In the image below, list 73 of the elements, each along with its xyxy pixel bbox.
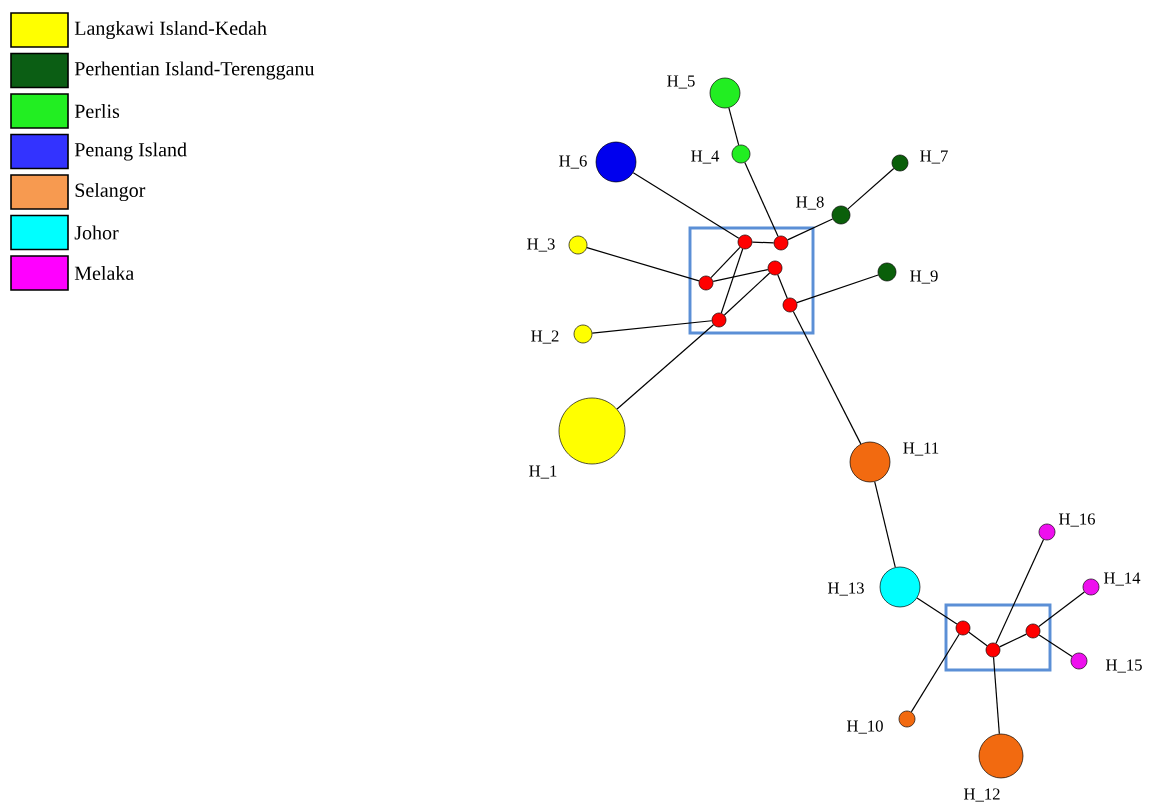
haplotype-label: H_12: [963, 788, 1000, 802]
junction-dot: [955, 620, 971, 636]
haplotype-label: H_14: [1103, 572, 1141, 586]
haplotype-label: H_8: [796, 196, 824, 210]
junction-dot: [698, 275, 714, 291]
legend-label: Johor: [74, 225, 119, 240]
connector-line: [787, 218, 834, 241]
legend-label: Penang Island: [74, 142, 187, 161]
junction-dot: [985, 642, 1001, 658]
haplotype-circle: [568, 235, 588, 255]
junction-dot: [773, 235, 789, 251]
haplotype-circle: [898, 710, 916, 728]
connector-line: [632, 172, 740, 239]
haplotype-label: H_11: [903, 442, 939, 456]
haplotype-circle: [849, 441, 891, 483]
haplotype-circle: [709, 77, 741, 109]
haplotype-label: H_2: [531, 330, 559, 344]
junction-dot: [737, 234, 753, 250]
connector-line: [847, 167, 895, 210]
connector-line: [916, 597, 958, 625]
haplotype-label: H_7: [920, 150, 948, 164]
connector-line: [1038, 634, 1073, 658]
connector-line: [910, 633, 960, 713]
legend-label: Melaka: [74, 265, 134, 281]
haplotype-label: H_3: [527, 238, 555, 252]
haplotype-label: H_1: [529, 465, 557, 479]
connector-line: [777, 274, 788, 299]
connector-line: [999, 633, 1027, 648]
connector-line: [992, 656, 1000, 735]
haplotype-circle: [877, 262, 897, 282]
legend-label: Langkawi Island-Kedah: [74, 20, 267, 40]
junction-dot: [1025, 623, 1041, 639]
legend-label: Perlis: [74, 104, 120, 119]
connector-line: [744, 161, 779, 237]
haplotype-circle: [1082, 578, 1100, 596]
haplotype-circle: [595, 141, 637, 183]
connector-line: [751, 241, 775, 244]
connector-line: [720, 248, 744, 314]
junction-dot: [767, 260, 783, 276]
connector-line: [728, 107, 740, 146]
connector-line: [591, 320, 713, 334]
haplotype-circle: [1038, 523, 1056, 541]
connector-line: [710, 246, 741, 279]
legend-label: Selangor: [75, 182, 146, 202]
haplotype-label: H_9: [910, 270, 938, 284]
haplotype-circle: [879, 566, 921, 608]
haplotype-label: H_15: [1105, 659, 1142, 673]
haplotype-label: H_10: [846, 720, 883, 734]
haplotype-circle: [891, 154, 909, 172]
connector-line: [968, 631, 988, 647]
haplotype-circle: [573, 324, 593, 344]
haplotype-label: H_13: [827, 582, 864, 596]
connector-line: [874, 481, 896, 568]
connector-line: [723, 272, 771, 316]
connector-line: [1038, 591, 1085, 628]
connector-line: [792, 310, 862, 445]
haplotype-circle: [1070, 652, 1088, 670]
haplotype-label: H_5: [667, 75, 695, 89]
connector-line: [616, 324, 715, 410]
junction-dot: [711, 312, 727, 328]
connector-line: [796, 274, 879, 304]
connector-line: [995, 538, 1045, 644]
haplotype-label: H_16: [1058, 513, 1095, 527]
haplotype-circle: [978, 733, 1024, 779]
junction-dot: [782, 297, 798, 313]
haplotype-circle: [831, 205, 851, 225]
haplotype-label: H_6: [559, 155, 587, 169]
connector-line: [712, 268, 769, 283]
legend-label: Perhentian Island-Terengganu: [74, 61, 315, 80]
connector-line: [586, 247, 700, 282]
haplotype-circle: [558, 397, 626, 465]
haplotype-label: H_4: [691, 150, 720, 164]
haplotype-circle: [731, 144, 751, 164]
